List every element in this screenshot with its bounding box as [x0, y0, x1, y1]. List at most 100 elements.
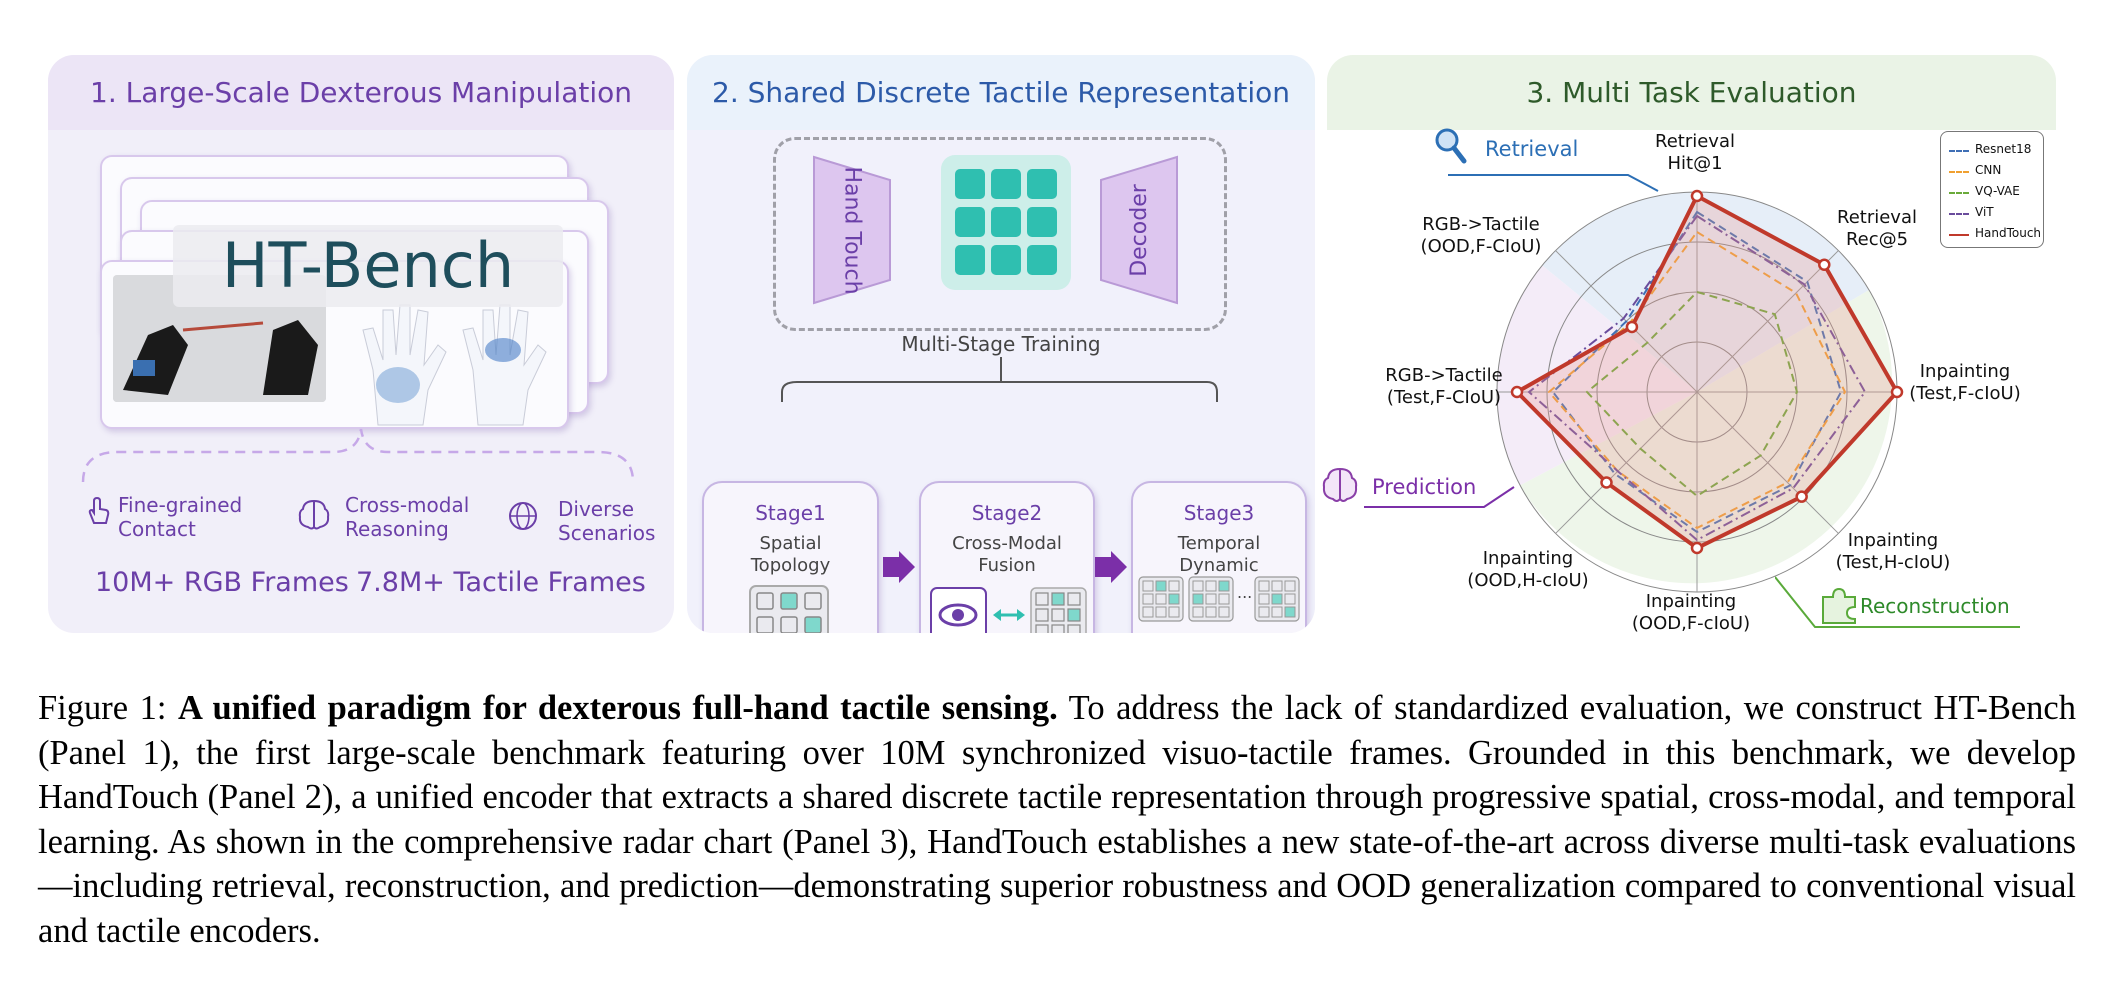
feature-label: Diverse [558, 497, 635, 521]
stage-name: Stage3 [1183, 501, 1255, 525]
axis-label-line: Inpainting [1919, 361, 2011, 382]
stage-name: Stage2 [971, 501, 1043, 525]
axis-label-line: Inpainting [1847, 530, 1939, 551]
tactile-hand-maps [362, 304, 547, 426]
puzzle-icon [1822, 587, 1856, 624]
stage-desc-line: Dynamic [1179, 555, 1259, 576]
axis-label-line: (OOD,H-cIoU) [1467, 570, 1589, 591]
radar-axis-label: RGB->Tactile(OOD,F-CIoU) [1406, 214, 1556, 258]
caption-body: To address the lack of standardized eval… [38, 689, 2076, 950]
stage-desc-line: Fusion [978, 555, 1036, 576]
stage-name: Stage1 [755, 501, 826, 525]
radar-axis-label: Inpainting(Test,H-cIoU) [1818, 530, 1968, 574]
training-label: Multi-Stage Training [901, 332, 1101, 356]
brain-icon [298, 499, 330, 530]
temporal-frames-icon [1138, 576, 1300, 622]
data-point [1625, 320, 1639, 334]
search-icon [1435, 128, 1467, 164]
data-point [1890, 385, 1904, 399]
axis-label-line: Rec@5 [1845, 229, 1909, 250]
grid-spoke [1696, 250, 1839, 393]
panel-header [687, 55, 1315, 130]
legend-entry: Resnet18 [1975, 142, 2032, 156]
panel-dexterous-manipulation: 1. Large-Scale Dexterous Manipulation HT… [48, 55, 674, 633]
grid-spoke [1696, 391, 1839, 534]
series-resnet18 [1551, 210, 1843, 534]
feature-diverse: Diverse Scenarios [558, 497, 655, 545]
prediction-leader-line [1364, 486, 1515, 508]
axis-label-line: (Test,F-CIoU) [1386, 387, 1502, 408]
stat-tactile-frames: 7.8M+ Tactile Frames [356, 567, 646, 598]
series-cnn [1547, 230, 1847, 530]
encoder-label: Hand Touch [839, 165, 865, 295]
figure-caption: Figure 1: A unified paradigm for dextero… [38, 686, 2076, 953]
data-point [1690, 189, 1704, 203]
stat-rgb-frames: 10M+ RGB Frames [95, 567, 349, 598]
panel-tactile-representation: 2. Shared Discrete Tactile Representatio… [687, 55, 1315, 633]
axis-label-line: Inpainting [1645, 591, 1737, 612]
feature-fine-grained: Fine-grained Contact [118, 493, 242, 541]
retrieval-leader-line [1448, 174, 1659, 192]
axis-label-line: RGB->Tactile [1422, 214, 1540, 235]
feature-label: Reasoning [345, 517, 449, 541]
caption-prefix: Figure 1: [38, 689, 178, 727]
legend-swatch [1949, 234, 1969, 236]
legend-swatch [1949, 213, 1969, 215]
training-branches [781, 357, 1218, 402]
stage-desc-line: Topology [750, 555, 831, 576]
panel-title: 3. Multi Task Evaluation [1526, 76, 1857, 109]
decoder-label: Decoder [1126, 183, 1152, 277]
feature-label: Fine-grained [118, 493, 243, 517]
axis-label-line: (OOD,F-cIoU) [1631, 613, 1751, 634]
feature-label: Contact [118, 517, 196, 541]
reconstruction-group-label: Reconstruction [1860, 594, 2010, 618]
radar-axis-label: RGB->Tactile(Test,F-CIoU) [1369, 365, 1519, 409]
legend-entry: HandTouch [1975, 226, 2042, 240]
bracket-divider [81, 428, 635, 483]
globe-icon [509, 502, 537, 530]
legend-entry: CNN [1975, 163, 2002, 177]
panel-title: 1. Large-Scale Dexterous Manipulation [90, 76, 632, 109]
spatial-grid-icon [749, 585, 829, 633]
axis-label-line: (OOD,F-CIoU) [1420, 236, 1542, 257]
legend-swatch [1949, 150, 1969, 152]
panel-header [48, 55, 674, 130]
axis-label-line: (Test,H-cIoU) [1835, 552, 1951, 573]
data-point [1600, 476, 1613, 489]
fusion-icon [930, 587, 1087, 633]
codebook-grid [941, 155, 1071, 290]
axis-label-line: Inpainting [1482, 548, 1574, 569]
stage-desc-line: Temporal [1177, 533, 1261, 554]
stage-3-card: Stage3 Temporal Dynamic ... [1131, 481, 1307, 633]
series-vq-vae [1585, 290, 1799, 498]
stage-2-card: Stage2 Cross-Modal Fusion [919, 481, 1095, 633]
data-point [1510, 385, 1524, 399]
decoder-trapezoid [1100, 155, 1178, 305]
encoder-label-wrap: Hand Touch [802, 165, 902, 295]
data-point [1690, 541, 1704, 555]
stage-desc-line: Cross-Modal [952, 533, 1062, 554]
brain-icon [1322, 467, 1358, 502]
axis-label-line: Retrieval [1655, 131, 1735, 152]
touch-icon [88, 496, 110, 524]
legend-swatch [1949, 171, 1969, 173]
data-point [1818, 258, 1831, 271]
caption-bold-title: A unified paradigm for dexterous full-ha… [177, 689, 1058, 727]
stage-desc: Cross-Modal Fusion [921, 533, 1093, 577]
panel-header [1327, 55, 2056, 130]
arrow-right-icon [1095, 551, 1127, 583]
data-point [1795, 490, 1808, 503]
reconstruction-leader-line [1775, 576, 2020, 628]
series-vit [1527, 214, 1867, 542]
stage-desc: Temporal Dynamic [1133, 533, 1305, 577]
prediction-group-label: Prediction [1372, 475, 1477, 499]
stage-desc: Spatial Topology [704, 533, 877, 577]
axis-label-line: Retrieval [1837, 207, 1917, 228]
stage-desc-line: Spatial [759, 533, 822, 554]
feature-label: Cross-modal [345, 493, 470, 517]
feature-cross-modal: Cross-modal Reasoning [345, 493, 469, 541]
arrow-right-icon [883, 551, 915, 583]
panel-title: 2. Shared Discrete Tactile Representatio… [712, 76, 1290, 109]
